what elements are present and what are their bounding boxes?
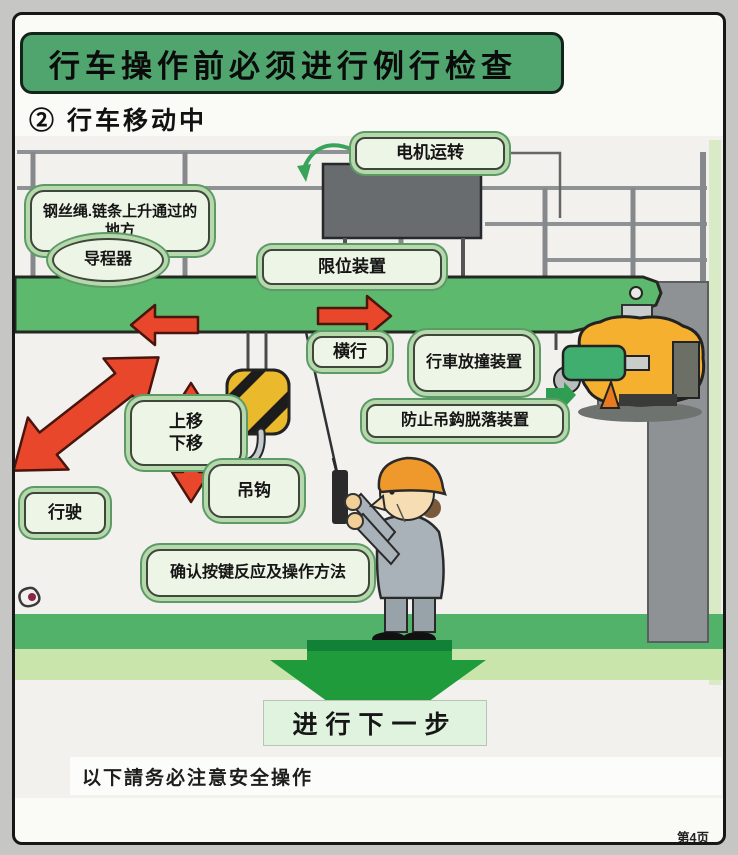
callout-move-up-down: 上移 下移: [130, 400, 242, 466]
pendant-control: [332, 470, 348, 524]
next-step-arrow: [270, 640, 486, 738]
watermark-mark: [18, 586, 41, 608]
callout-travel: 行驶: [24, 492, 106, 534]
callout-limit-device: 限位装置: [262, 249, 442, 285]
red-arrow-left: [129, 303, 200, 347]
page-number: 第4页: [677, 831, 709, 845]
next-step-box: 进行下一步: [263, 700, 487, 746]
callout-hook-drop-prevention: 防止吊鈎脱落装置: [366, 404, 564, 438]
hard-hat-icon: [377, 456, 447, 496]
callout-traverse: 横行: [312, 336, 388, 368]
callout-guide-device: 导程器: [52, 238, 164, 282]
page-sheet: 行车操作前必须进行例行检查 ② 行车移动中: [12, 12, 726, 845]
side-hoist-motor: [553, 315, 706, 422]
safety-note: 以下請务必注意安全操作: [70, 757, 722, 795]
move-up-text: 上移: [169, 411, 203, 431]
callout-motor-running: 电机运转: [355, 137, 505, 170]
section-subtitle: ② 行车移动中: [29, 107, 207, 135]
crane-illustration: [15, 136, 723, 798]
crane-drawing: [15, 140, 723, 685]
pendant-cable: [304, 331, 339, 473]
move-down-text: 下移: [169, 434, 203, 453]
callout-anti-collision: 行車放撞装置: [413, 334, 535, 392]
callout-confirm-buttons: 确认按键反应及操作方法: [146, 549, 370, 597]
page-title: 行车操作前必须进行例行检查: [49, 48, 517, 84]
page-title-banner: 行车操作前必须进行例行检查: [20, 32, 564, 94]
callout-hook: 吊钩: [208, 464, 300, 518]
red-arrow-diagonal: [15, 356, 160, 472]
wall-strip: [709, 140, 721, 685]
worker-figure: [331, 456, 447, 646]
trolley-hoist: [321, 162, 483, 277]
green-arrow-motor: [297, 143, 562, 218]
red-arrow-right: [316, 294, 393, 338]
green-arrow-right: [546, 382, 576, 408]
hook-block-icon: [225, 368, 291, 436]
